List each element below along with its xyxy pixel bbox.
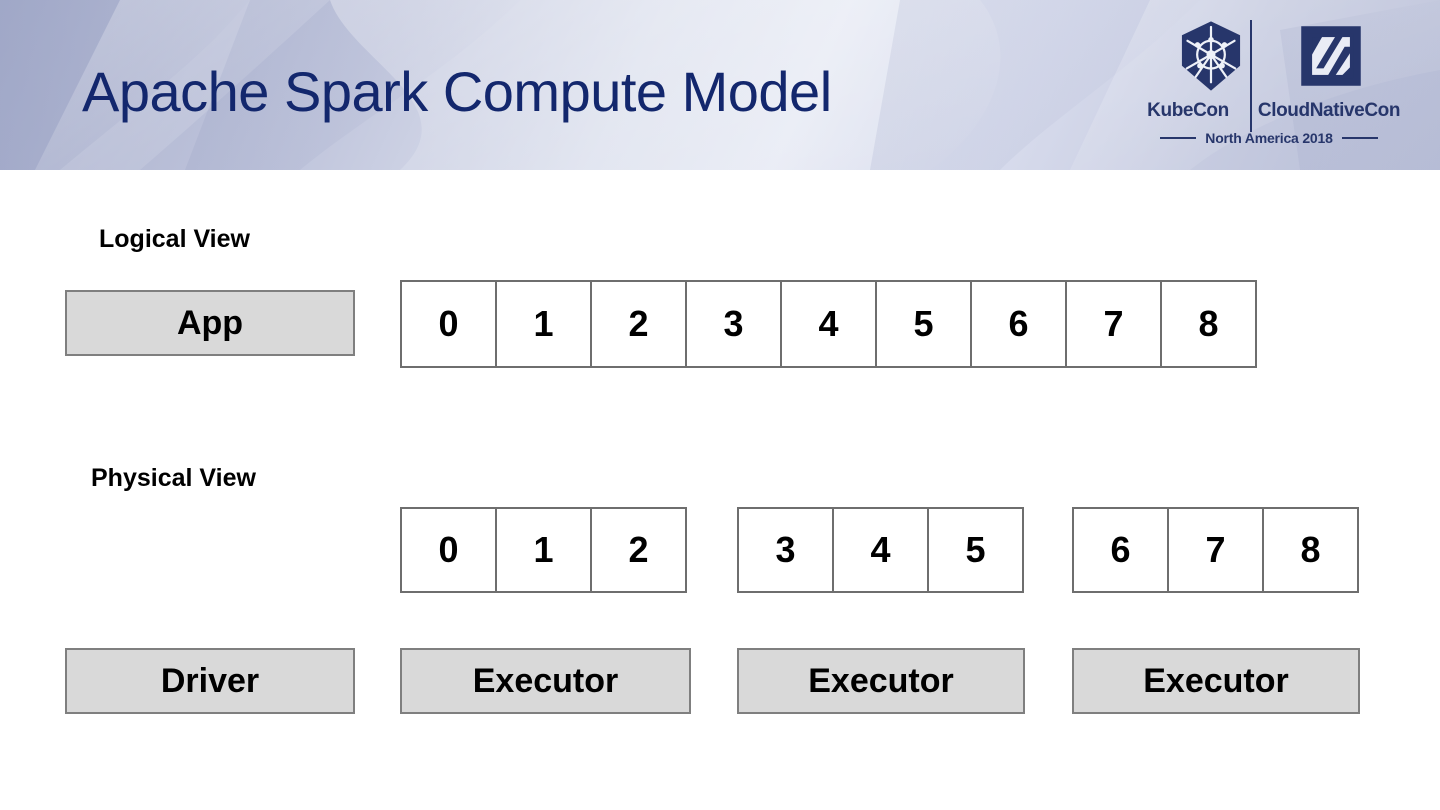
partition-cell: 7 bbox=[1167, 507, 1264, 593]
logical-view-label: Logical View bbox=[99, 225, 250, 253]
app-box: App bbox=[65, 290, 355, 356]
partition-cell: 5 bbox=[927, 507, 1024, 593]
partition-cell: 7 bbox=[1065, 280, 1162, 368]
cloudnativecon-wordmark: CloudNativeCon bbox=[1257, 100, 1401, 121]
logo-divider bbox=[1250, 20, 1252, 132]
driver-box: Driver bbox=[65, 648, 355, 714]
partition-cell: 6 bbox=[970, 280, 1067, 368]
edition-rule-right bbox=[1341, 137, 1378, 139]
cncf-square-icon bbox=[1301, 26, 1361, 86]
partition-cell: 3 bbox=[737, 507, 834, 593]
partition-cell: 8 bbox=[1262, 507, 1359, 593]
edition-rule-left bbox=[1160, 137, 1197, 139]
slide-header: Apache Spark Compute Model bbox=[0, 0, 1440, 170]
physical-view-label: Physical View bbox=[91, 464, 256, 492]
partition-cell: 5 bbox=[875, 280, 972, 368]
partition-cell: 3 bbox=[685, 280, 782, 368]
kubernetes-helm-icon bbox=[1181, 21, 1241, 91]
partition-cell: 4 bbox=[832, 507, 929, 593]
executor-box-2: Executor bbox=[737, 648, 1025, 714]
partition-cell: 1 bbox=[495, 507, 592, 593]
partition-cell: 4 bbox=[780, 280, 877, 368]
logo-marks bbox=[1128, 18, 1410, 132]
partition-cell: 0 bbox=[400, 507, 497, 593]
page-title: Apache Spark Compute Model bbox=[82, 60, 832, 123]
edition-label: North America 2018 bbox=[1205, 130, 1333, 146]
partition-cell: 1 bbox=[495, 280, 592, 368]
partition-cell: 2 bbox=[590, 280, 687, 368]
conference-logo-lockup: KubeCon CloudNativeCon North America 201… bbox=[1128, 18, 1410, 153]
executor-box-1: Executor bbox=[400, 648, 691, 714]
partition-cell: 0 bbox=[400, 280, 497, 368]
logo-wordmarks: KubeCon CloudNativeCon bbox=[1128, 100, 1410, 122]
partition-cell: 8 bbox=[1160, 280, 1257, 368]
kubecon-wordmark: KubeCon bbox=[1147, 100, 1229, 121]
logo-edition: North America 2018 bbox=[1128, 130, 1410, 146]
partition-cell: 6 bbox=[1072, 507, 1169, 593]
partition-cell: 2 bbox=[590, 507, 687, 593]
executor-box-3: Executor bbox=[1072, 648, 1360, 714]
